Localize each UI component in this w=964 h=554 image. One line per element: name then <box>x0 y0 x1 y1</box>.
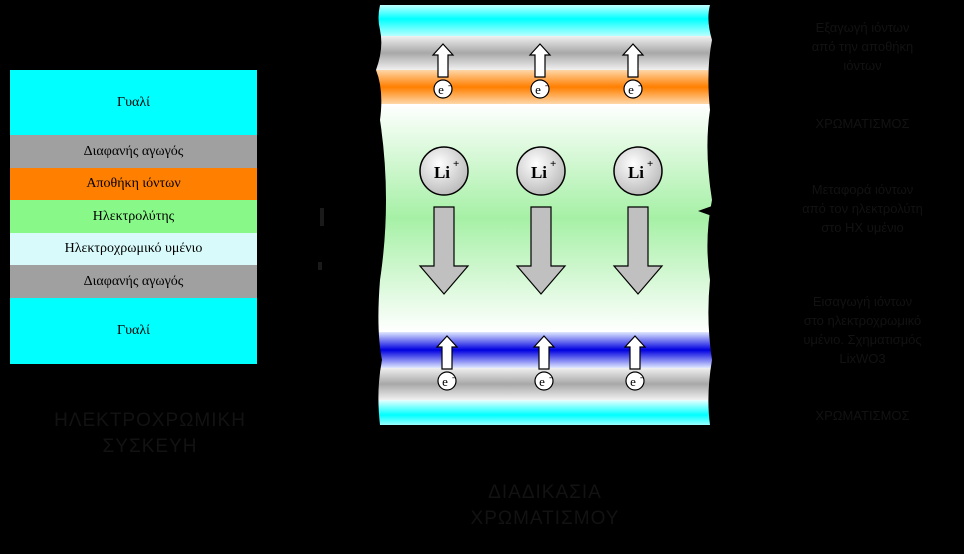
lithium-ion-label: Li <box>531 163 547 182</box>
electron-charge: - <box>448 80 451 90</box>
process-caption: ΔΙΑΔΙΚΑΣΙΑ ΧΡΩΜΑΤΙΣΜΟΥ <box>380 480 710 532</box>
side-note-line: υμένιο. Σχηματισμός <box>803 332 922 347</box>
side-note-line: από την αποθήκη <box>811 39 914 54</box>
electron-flow-arrow <box>621 43 645 78</box>
electron-charge: - <box>640 372 643 382</box>
electron-circle <box>530 79 550 99</box>
electron-flow-arrow <box>532 335 556 370</box>
electron-charge: - <box>638 80 641 90</box>
lithium-ion-circle <box>516 146 566 196</box>
lithium-ion-charge: + <box>453 158 459 170</box>
ion-flow-arrow <box>418 206 470 295</box>
ion-units: Li+Li+Li+ <box>418 146 664 295</box>
top-electron-unit-2: e- <box>528 43 552 99</box>
electron-label: e <box>442 374 448 389</box>
lithium-ion-circle <box>419 146 469 196</box>
side-note-line: στο ηλεκτροχρωμικό <box>803 313 922 328</box>
side-notch <box>698 206 712 216</box>
top-electron-unit-3: e- <box>621 43 645 99</box>
electron-circle <box>433 79 453 99</box>
process-caption-line-1: ΔΙΑΔΙΚΑΣΙΑ <box>488 482 602 503</box>
side-note-line: LixWO3 <box>839 351 886 366</box>
ion-flow-arrow <box>612 206 664 295</box>
side-note-line: Εξαγωγή ιόντων <box>815 20 910 35</box>
ion-flow-arrow <box>515 206 567 295</box>
side-note-line: ΧΡΩΜΑΤΙΣΜΟΣ <box>815 116 910 131</box>
side-note-line: Εισαγωγή ιόντων <box>812 294 913 309</box>
side-note-2: ΧΡΩΜΑΤΙΣΜΟΣ <box>765 114 960 133</box>
ion-unit-1: Li+ <box>418 146 470 295</box>
layer-6: Διαφανής αγωγός <box>10 265 257 298</box>
side-note-4: Εισαγωγή ιόντων στο ηλεκτροχρωμικό υμένιο.… <box>765 292 960 368</box>
bottom-electron-unit-2: e- <box>532 335 556 391</box>
electron-label: e <box>630 374 636 389</box>
lithium-ion-label: Li <box>628 163 644 182</box>
electron-charge: - <box>452 372 455 382</box>
side-note-line: Μεταφορά ιόντων <box>811 182 914 197</box>
process-caption-line-2: ΧΡΩΜΑΤΙΣΜΟΥ <box>470 508 620 529</box>
side-mark-2 <box>318 262 322 270</box>
top-electron-unit-1: e- <box>431 43 455 99</box>
electron-circle <box>534 371 554 391</box>
layer-5: Ηλεκτροχρωμικό υμένιο <box>10 233 257 265</box>
side-note-line: ΧΡΩΜΑΤΙΣΜΟΣ <box>815 408 910 423</box>
lithium-ion-charge: + <box>647 158 653 170</box>
layer-label: Γυαλί <box>117 94 150 110</box>
layer-1: Γυαλί <box>10 70 257 135</box>
lithium-ion-charge: + <box>550 158 556 170</box>
layer-label: Γυαλί <box>117 323 150 338</box>
electron-charge: - <box>549 372 552 382</box>
electron-circle <box>623 79 643 99</box>
electron-flow-arrow <box>623 335 647 370</box>
side-note-line: στο ΗΧ υμένιο <box>821 220 904 235</box>
device-caption: ΗΛΕΚΤΡΟΧΡΩΜΙΚΗ ΣΥΣΚΕΥΗ <box>10 408 290 460</box>
lithium-ion-circle <box>613 146 663 196</box>
side-note-line: από τον ηλεκτρολύτη <box>802 201 923 216</box>
band-glass-top <box>376 5 712 36</box>
layer-label: Διαφανής αγωγός <box>83 273 184 289</box>
electron-label: e <box>438 82 444 97</box>
layer-2: Διαφανής αγωγός <box>10 135 257 168</box>
bottom-electron-units: e-e-e- <box>435 335 647 391</box>
electron-label: e <box>535 82 541 97</box>
bottom-electron-unit-3: e- <box>623 335 647 391</box>
electron-label: e <box>628 82 634 97</box>
device-caption-line-2: ΣΥΣΚΕΥΗ <box>102 436 198 457</box>
layer-4: Ηλεκτρολύτης <box>10 200 257 233</box>
side-note-1: Εξαγωγή ιόντων από την αποθήκη ιόντων <box>765 18 960 75</box>
side-note-5: ΧΡΩΜΑΤΙΣΜΟΣ <box>765 406 960 425</box>
layer-3: Αποθήκη ιόντων <box>10 168 257 200</box>
electron-circle <box>437 371 457 391</box>
layer-label: Ηλεκτροχρωμικό υμένιο <box>64 241 203 256</box>
ion-unit-2: Li+ <box>515 146 567 295</box>
layer-label: Διαφανής αγωγός <box>83 143 184 159</box>
electron-charge: - <box>545 80 548 90</box>
electron-circle <box>625 371 645 391</box>
device-caption-line-1: ΗΛΕΚΤΡΟΧΡΩΜΙΚΗ <box>54 410 246 431</box>
side-note-line: ιόντων <box>843 58 882 73</box>
electron-flow-arrow <box>431 43 455 78</box>
side-note-3: Μεταφορά ιόντων από τον ηλεκτρολύτη στο ΗΧ… <box>765 180 960 237</box>
side-mark-1 <box>320 208 324 226</box>
bottom-electron-unit-1: e- <box>435 335 459 391</box>
top-electron-units: e-e-e- <box>431 43 645 99</box>
lithium-ion-label: Li <box>434 163 450 182</box>
electron-flow-arrow <box>435 335 459 370</box>
electron-label: e <box>539 374 545 389</box>
layer-label: Ηλεκτρολύτης <box>92 208 175 224</box>
band-glass-bottom <box>376 400 712 425</box>
electron-flow-arrow <box>528 43 552 78</box>
layer-7: Γυαλί <box>10 298 257 364</box>
ion-unit-3: Li+ <box>612 146 664 295</box>
layer-label: Αποθήκη ιόντων <box>86 176 181 191</box>
